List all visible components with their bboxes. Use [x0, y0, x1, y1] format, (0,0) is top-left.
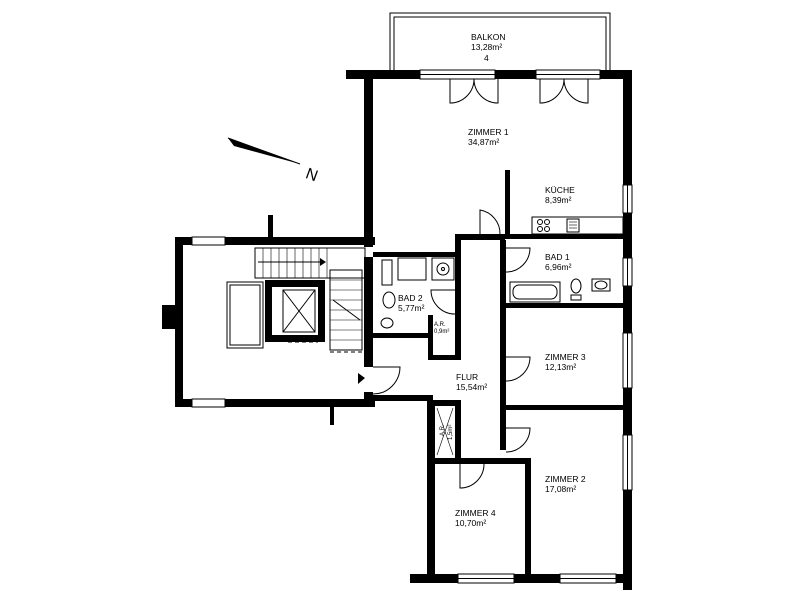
room-area-bad1: 6,96m²	[545, 262, 572, 272]
windows-right	[622, 184, 633, 491]
compass-label: N	[303, 165, 320, 185]
room-area-zimmer2: 17,08m²	[545, 484, 576, 494]
room-name-ar2: A.R.	[440, 424, 446, 436]
fixtures	[380, 216, 624, 456]
room-name-kueche: KÜCHE	[545, 185, 575, 195]
compass: N	[227, 137, 320, 185]
room-area-flur: 15,54m²	[456, 382, 487, 392]
balcony	[389, 12, 611, 72]
room-name-zimmer2: ZIMMER 2	[545, 474, 586, 484]
room-area-ar2: 1,5m²	[448, 425, 454, 440]
windows-top	[419, 69, 601, 80]
room-area-bad2: 5,77m²	[398, 303, 425, 313]
room-name-ar1: A.R.	[434, 322, 446, 328]
room-name-bad1: BAD 1	[545, 252, 570, 262]
room-name-zimmer4: ZIMMER 4	[455, 508, 496, 518]
room-extra-balkon: 4	[484, 53, 489, 63]
room-area-kueche: 8,39m²	[545, 195, 572, 205]
stairwell	[162, 215, 375, 425]
room-name-balkon: BALKON	[471, 32, 506, 42]
room-area-ar1: 0,9m²	[434, 329, 449, 335]
windows-bottom	[457, 573, 617, 584]
stair-treads	[262, 248, 328, 278]
room-name-zimmer3: ZIMMER 3	[545, 352, 586, 362]
room-area-zimmer3: 12,13m²	[545, 362, 576, 372]
room-name-zimmer1: ZIMMER 1	[468, 127, 509, 137]
room-name-bad2: BAD 2	[398, 293, 423, 303]
room-area-balkon: 13,28m²	[471, 42, 502, 52]
room-area-zimmer1: 34,87m²	[468, 137, 499, 147]
interior-walls	[364, 170, 623, 580]
room-labels: BALKON 13,28m² 4 ZIMMER 1 34,87m² KÜCHE …	[398, 32, 586, 528]
doors	[372, 78, 589, 489]
room-name-flur: FLUR	[456, 372, 478, 382]
room-area-zimmer4: 10,70m²	[455, 518, 486, 528]
